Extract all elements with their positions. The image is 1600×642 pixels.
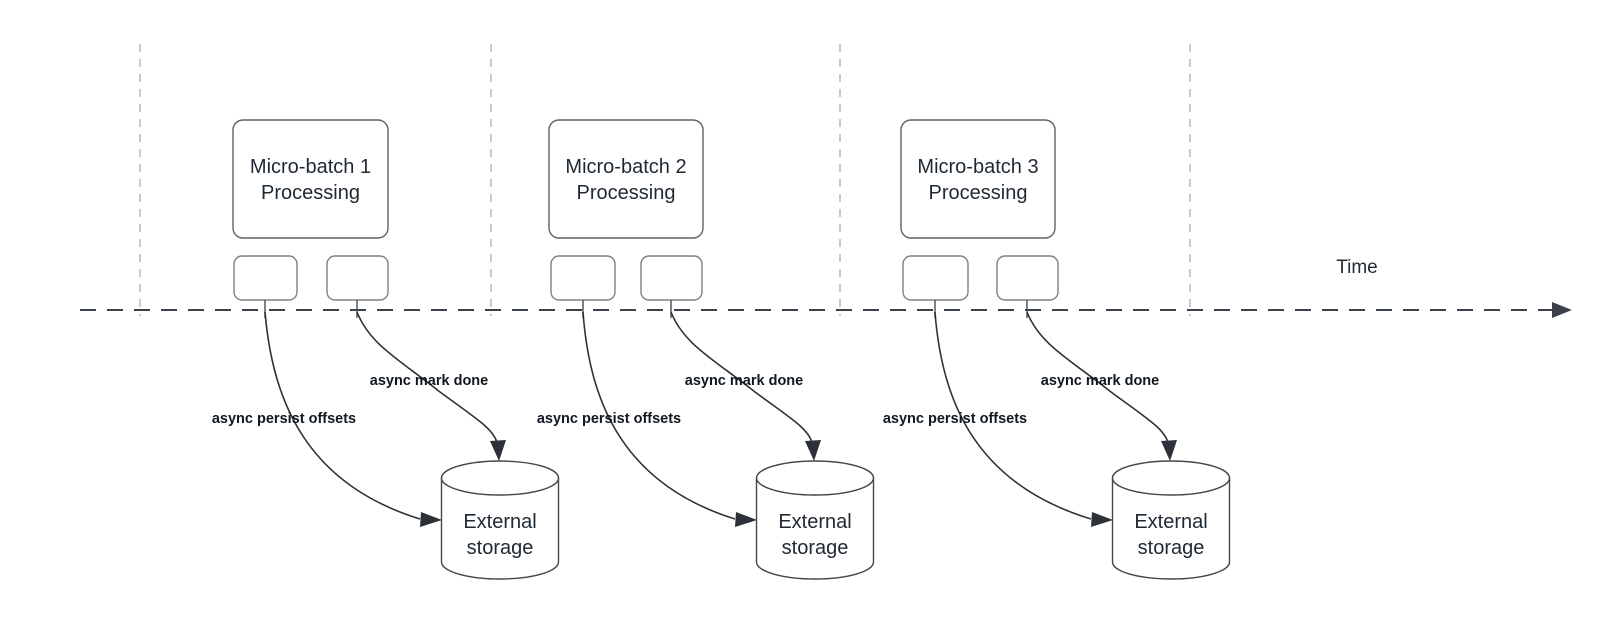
external-storage-2[interactable]: External storage	[755, 460, 875, 580]
external-storage-2-top	[755, 460, 875, 496]
external-storage-3-top	[1111, 460, 1231, 496]
marker-box-3a[interactable]	[902, 255, 969, 301]
edge-label-async-persist-offsets-1: async persist offsets	[212, 411, 356, 427]
micro-batch-group-3: Micro-batch 3 Processing async persist o…	[883, 119, 1231, 580]
edge-async-mark-done-2-arrowhead	[805, 440, 821, 461]
micro-batch-1-label-line2: Processing	[261, 182, 360, 204]
edge-async-persist-offsets-3-arrowhead	[1091, 512, 1113, 527]
external-storage-3-label-line1: External	[1134, 511, 1207, 533]
marker-box-2a[interactable]	[550, 255, 616, 301]
edge-async-mark-done-3-arrowhead	[1161, 440, 1177, 461]
marker-box-1a[interactable]	[233, 255, 298, 301]
edge-async-persist-offsets-1-arrowhead	[420, 512, 442, 527]
external-storage-1-body	[440, 477, 560, 580]
external-storage-2-label-line1: External	[778, 511, 851, 533]
edge-label-async-mark-done-1: async mark done	[370, 373, 488, 389]
edge-async-mark-done-2	[670, 311, 813, 443]
edge-async-persist-offsets-3	[934, 311, 1092, 520]
time-axis: Time	[80, 257, 1572, 318]
micro-batch-2-box[interactable]	[548, 119, 704, 239]
external-storage-2-body	[755, 477, 875, 580]
edge-async-persist-offsets-1	[264, 311, 421, 520]
time-axis-label: Time	[1336, 257, 1378, 278]
micro-batch-group-1: Micro-batch 1 Processing async persist o…	[212, 119, 560, 580]
micro-batch-1-box[interactable]	[232, 119, 389, 239]
external-storage-1-top	[440, 460, 560, 496]
external-storage-3[interactable]: External storage	[1111, 460, 1231, 580]
micro-batch-2-label-line1: Micro-batch 2	[565, 156, 686, 178]
tick-line-group	[139, 44, 1191, 316]
edge-async-mark-done-1	[356, 311, 498, 443]
micro-batch-3-label-line1: Micro-batch 3	[917, 156, 1038, 178]
external-storage-1[interactable]: External storage	[440, 460, 560, 580]
external-storage-2-label-line2: storage	[782, 537, 849, 559]
edge-label-async-mark-done-3: async mark done	[1041, 373, 1159, 389]
micro-batch-1-label-line1: Micro-batch 1	[250, 156, 371, 178]
edge-label-async-mark-done-2: async mark done	[685, 373, 803, 389]
edge-async-mark-done-3	[1026, 311, 1169, 443]
marker-box-1b[interactable]	[326, 255, 389, 301]
micro-batch-3-box[interactable]	[900, 119, 1056, 239]
time-axis-arrowhead	[1552, 302, 1572, 318]
micro-batch-3-label-line2: Processing	[929, 182, 1028, 204]
micro-batch-group-2: Micro-batch 2 Processing async persist o…	[537, 119, 875, 580]
edge-async-persist-offsets-2	[582, 311, 736, 520]
edge-async-persist-offsets-2-arrowhead	[735, 512, 757, 527]
edge-async-mark-done-1-arrowhead	[490, 440, 506, 461]
marker-box-3b[interactable]	[996, 255, 1059, 301]
marker-box-2b[interactable]	[640, 255, 703, 301]
external-storage-3-label-line2: storage	[1138, 537, 1205, 559]
external-storage-1-label-line1: External	[463, 511, 536, 533]
edge-label-async-persist-offsets-2: async persist offsets	[537, 411, 681, 427]
micro-batch-2-label-line2: Processing	[577, 182, 676, 204]
external-storage-1-label-line2: storage	[467, 537, 534, 559]
external-storage-3-body	[1111, 477, 1231, 580]
edge-label-async-persist-offsets-3: async persist offsets	[883, 411, 1027, 427]
